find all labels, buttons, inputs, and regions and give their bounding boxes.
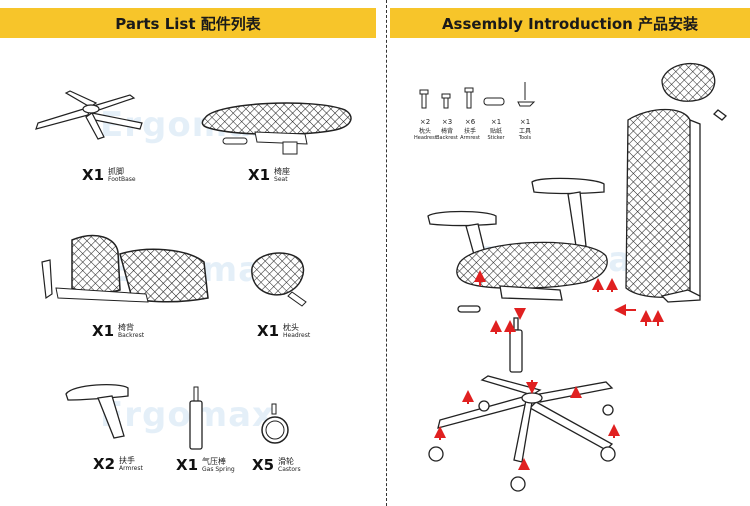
armrest-drawing: [65, 384, 129, 439]
castor-drawing: [261, 403, 289, 444]
gas-spring-drawing: [189, 386, 203, 450]
assembly-title: Assembly Introduction 产品安装: [441, 14, 699, 33]
page-divider: [386, 0, 388, 506]
assembly-header: Assembly Introduction 产品安装: [390, 8, 750, 38]
backrest-drawing: [41, 234, 209, 303]
watermark: Ergomax: [100, 395, 275, 435]
footbase-drawing: [35, 90, 143, 140]
headrest-drawing: [251, 252, 307, 307]
parts-list-title: Parts List 配件列表: [115, 14, 261, 33]
assembly-diagram: [427, 62, 727, 492]
seat-drawing: [201, 102, 352, 155]
hardware-drawings: [419, 82, 536, 109]
parts-list-header: Parts List 配件列表: [0, 8, 376, 38]
